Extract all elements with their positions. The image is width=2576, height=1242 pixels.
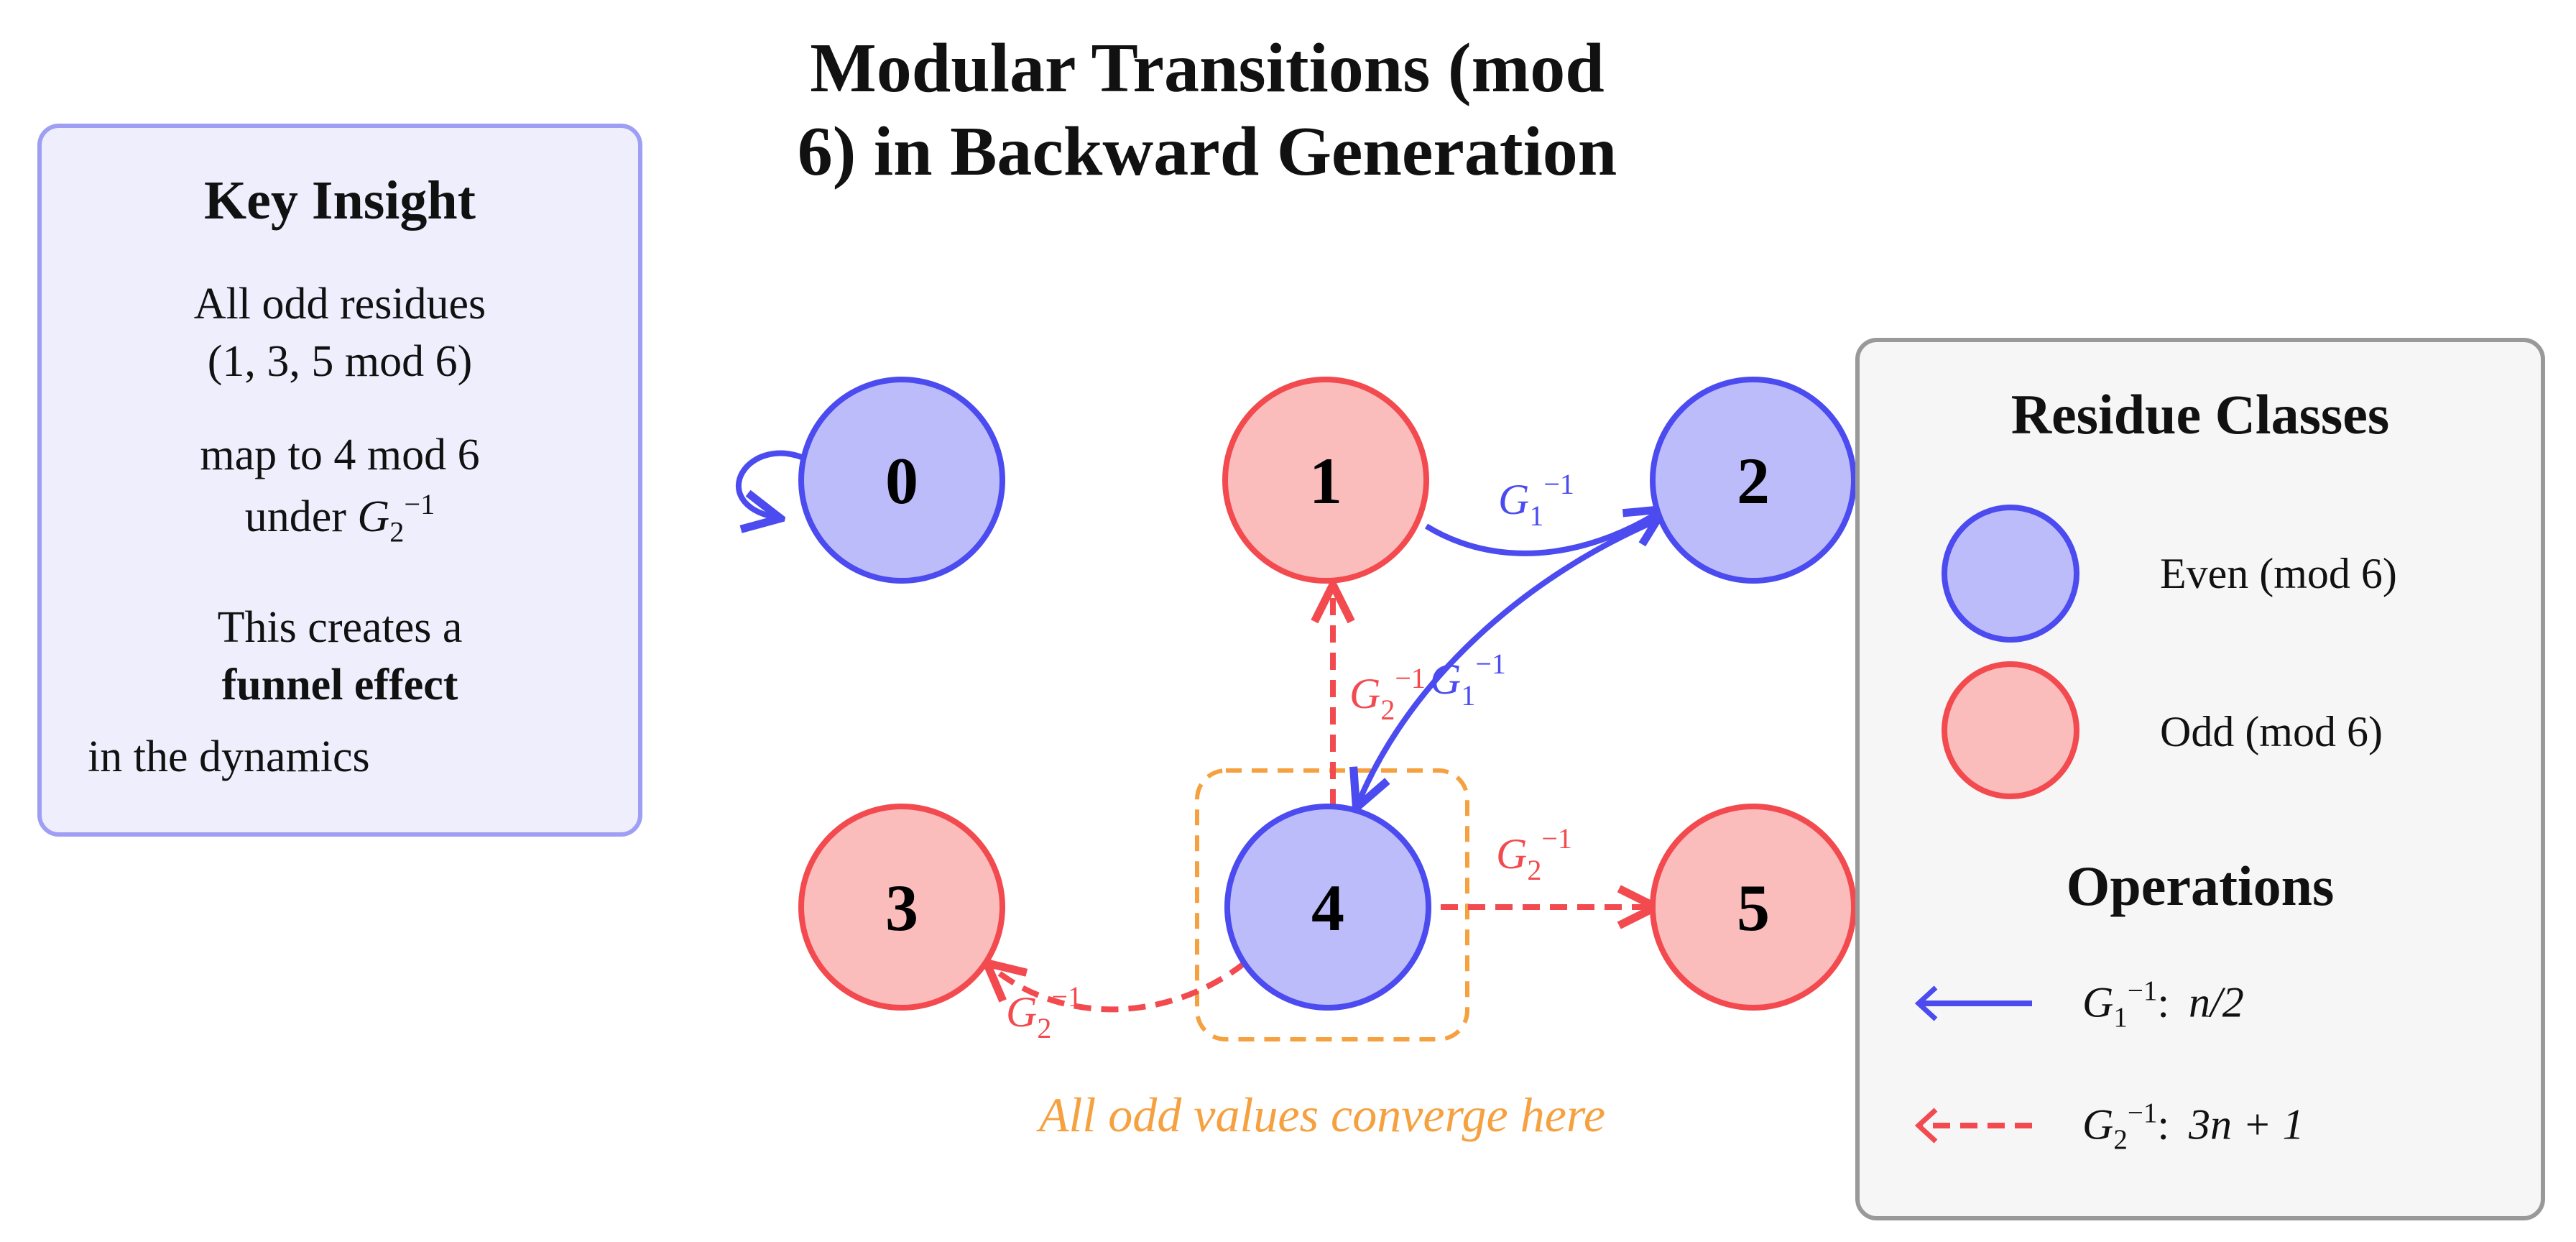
legend-odd-label: Odd (mod 6) xyxy=(2160,708,2383,755)
node-2: 2 xyxy=(1650,377,1857,584)
edge-4-to-3 xyxy=(990,963,1247,1013)
legend-g1-formula: n/2 xyxy=(2189,978,2244,1026)
node-4: 4 xyxy=(1224,804,1431,1011)
insight-op-subscript: 2 xyxy=(389,515,405,548)
insight-op-symbol: G xyxy=(357,492,390,542)
insight-line-3: map to 4 mod 6 xyxy=(200,431,480,479)
edge-1-to-2 xyxy=(1424,512,1660,556)
legend-odd-swatch xyxy=(1942,661,2079,799)
legend-g2-text: G2−1: 3n + 1 xyxy=(2082,1098,2304,1156)
node-2-label: 2 xyxy=(1737,444,1770,518)
node-5: 5 xyxy=(1650,804,1857,1011)
edge-label-4-to-1: G2−1 xyxy=(1349,662,1426,726)
convergence-annotation: All odd values converge here xyxy=(1038,1087,1605,1142)
insight-line-4: under G2−1 xyxy=(42,487,638,548)
title-line-1: Modular Transitions (mod xyxy=(810,29,1605,107)
insight-line-2: (1, 3, 5 mod 6) xyxy=(207,337,473,386)
edge-label-2-to-4: G1−1 xyxy=(1430,648,1506,712)
edge-label-4-to-5: G2−1 xyxy=(1496,822,1572,886)
legend-even-label: Even (mod 6) xyxy=(2160,550,2397,597)
insight-line-5: This creates a xyxy=(217,603,463,652)
edge-0-self-loop xyxy=(735,450,810,518)
insight-line-1: All odd residues xyxy=(193,280,486,328)
legend-operations-heading: Operations xyxy=(2066,855,2335,917)
legend-g1-text: G1−1: n/2 xyxy=(2082,975,2244,1034)
node-0-label: 0 xyxy=(885,444,918,518)
node-1: 1 xyxy=(1222,377,1429,584)
legend-g2-formula: 3n + 1 xyxy=(2189,1100,2304,1149)
node-4-label: 4 xyxy=(1311,871,1344,944)
legend-g2-arrow-icon xyxy=(1914,1108,2032,1144)
legend-even-swatch xyxy=(1942,505,2079,643)
edge-label-4-to-3: G2−1 xyxy=(1006,980,1082,1044)
diagram-title: Modular Transitions (mod 6) in Backward … xyxy=(704,27,1710,193)
key-insight-panel: Key Insight All odd residues (1, 3, 5 mo… xyxy=(37,124,642,837)
insight-line-6: funnel effect xyxy=(221,661,458,709)
edge-label-1-to-2: G1−1 xyxy=(1498,468,1574,532)
node-3: 3 xyxy=(798,804,1005,1011)
node-1-label: 1 xyxy=(1309,444,1342,518)
legend-classes-heading: Residue Classes xyxy=(2011,383,2390,446)
edge-2-to-4 xyxy=(1358,513,1668,804)
node-0: 0 xyxy=(798,377,1005,584)
insight-line-4-prefix: under xyxy=(244,492,358,542)
node-5-label: 5 xyxy=(1737,871,1770,944)
legend-panel: Residue Classes Even (mod 6) Odd (mod 6)… xyxy=(1855,338,2545,1220)
insight-line-7: in the dynamics xyxy=(88,732,370,781)
title-line-2: 6) in Backward Generation xyxy=(797,112,1617,190)
key-insight-heading: Key Insight xyxy=(204,170,476,231)
legend-g1-arrow-icon xyxy=(1914,985,2032,1021)
insight-op-superscript: −1 xyxy=(404,488,435,520)
node-3-label: 3 xyxy=(885,871,918,944)
